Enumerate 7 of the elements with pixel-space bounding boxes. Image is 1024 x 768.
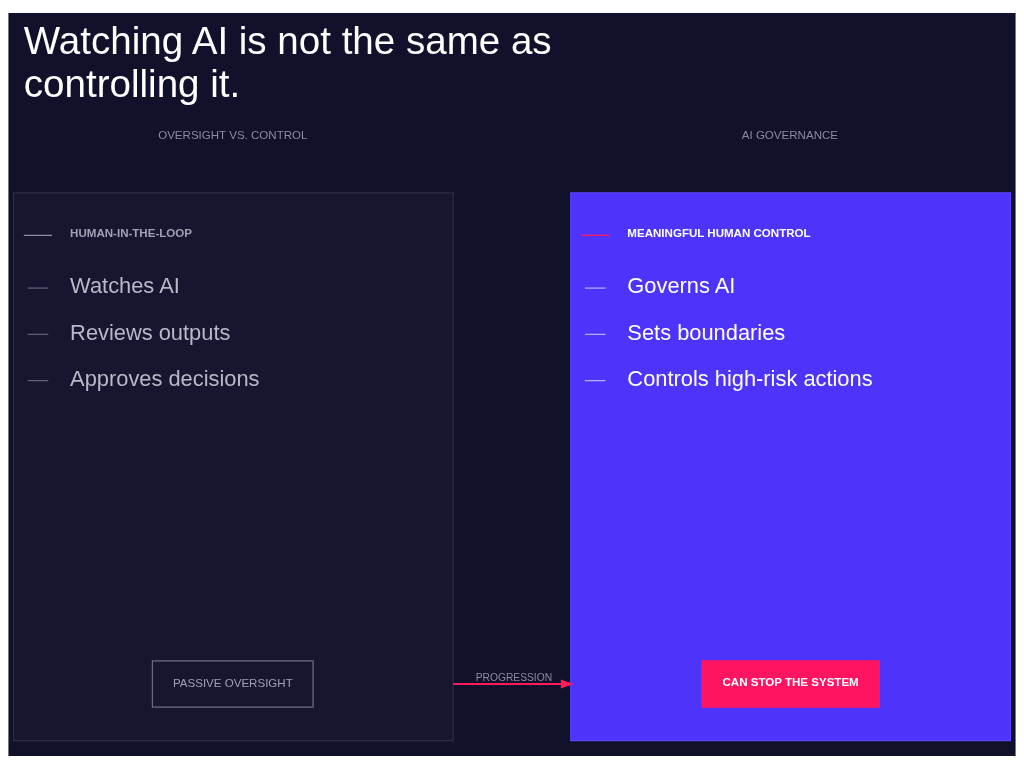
label: OVERSIGHT VS. CONTROL [158, 128, 308, 141]
node-box: CAN STOP THE SYSTEM [701, 659, 880, 708]
arrow [452, 679, 574, 689]
node-box: PASSIVE OVERSIGHT [151, 659, 314, 708]
label: AI GOVERNANCE [741, 128, 839, 141]
diagram-title: Watching AI is not the same as controlling it. [23, 18, 552, 105]
edge-label: PROGRESSION [475, 671, 553, 683]
